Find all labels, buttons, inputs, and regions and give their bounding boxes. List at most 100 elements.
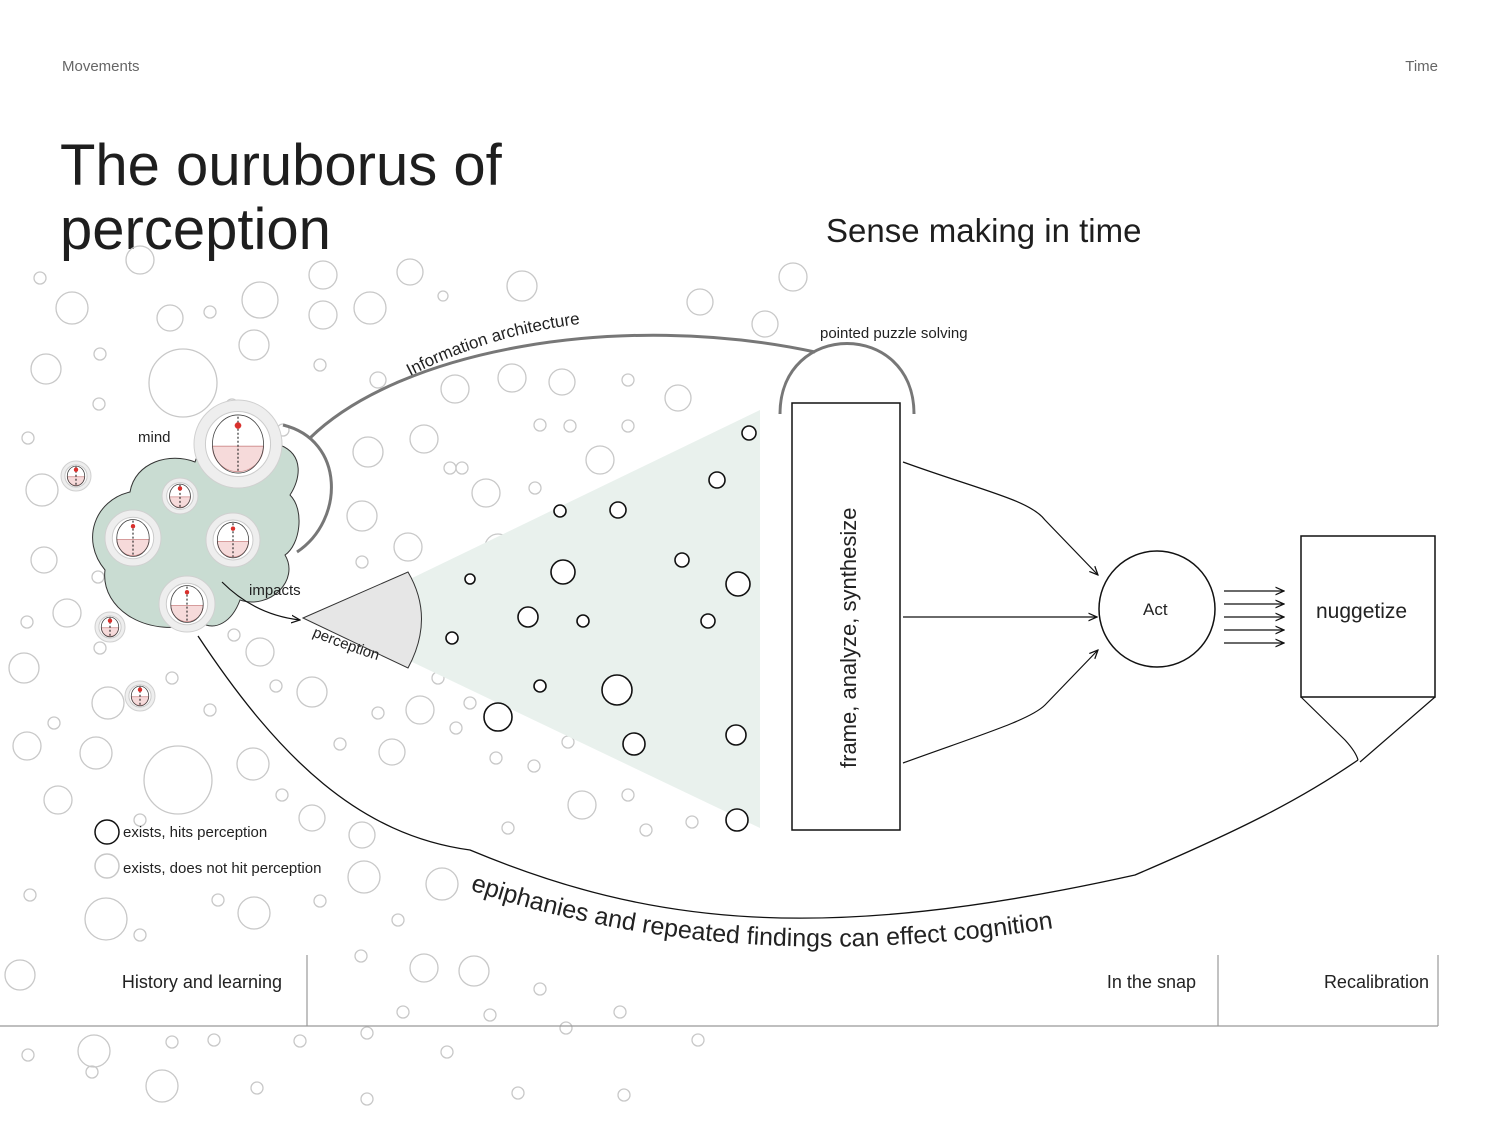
background-bubble (165, 671, 179, 685)
background-bubble (23, 888, 37, 902)
mind-orb-dot (73, 467, 79, 472)
perceived-bubble (517, 606, 539, 628)
background-bubble (501, 821, 515, 835)
act-to-nuggetize-arrows (1224, 591, 1284, 643)
background-bubble (369, 371, 387, 389)
background-bubble (238, 329, 270, 361)
perceived-bubble (725, 724, 747, 746)
phase-in-the-snap: In the snap (1106, 972, 1196, 992)
background-bubble (347, 860, 381, 894)
perceived-bubble (533, 679, 547, 693)
background-bubble (125, 245, 155, 275)
background-bubble (352, 436, 384, 468)
background-bubble (33, 271, 47, 285)
background-bubble (241, 281, 279, 319)
background-bubble (55, 291, 89, 325)
mind-orb-ring (216, 521, 250, 559)
background-bubble (548, 368, 576, 396)
background-bubble (685, 815, 699, 829)
mind-orb-ring (170, 585, 204, 623)
background-bubble (79, 736, 113, 770)
background-bubble (511, 1086, 525, 1100)
background-bubble (156, 304, 184, 332)
mind-label: mind (138, 429, 171, 446)
background-bubble (664, 384, 692, 412)
background-bubble (203, 703, 217, 717)
background-bubble (296, 676, 328, 708)
mind-orb-ring (169, 483, 191, 509)
background-bubble (91, 686, 125, 720)
background-bubble (409, 953, 439, 983)
perceived-bubble (622, 732, 646, 756)
background-bubble (227, 628, 241, 642)
background-bubble (371, 706, 385, 720)
background-bubble (639, 823, 653, 837)
mind-loop-arc (282, 423, 333, 554)
perceived-bubble (725, 571, 751, 597)
background-bubble (236, 747, 270, 781)
nuggetize-funnel (1300, 535, 1436, 763)
mind-orb-ring (66, 465, 86, 487)
background-bubble (613, 1005, 627, 1019)
background-bubble (353, 291, 387, 325)
puzzle-dome (778, 342, 916, 415)
background-bubble (91, 570, 105, 584)
background-bubble (133, 813, 147, 827)
perceived-bubble (674, 552, 690, 568)
background-bubble (463, 696, 477, 710)
background-bubble (393, 532, 423, 562)
arrow-frame-to-act-top (902, 461, 1098, 575)
background-bubble (237, 896, 271, 930)
perceived-bubble (741, 425, 757, 441)
background-bubble (4, 959, 36, 991)
background-bubble (346, 500, 378, 532)
mind-orb-dot (184, 589, 190, 595)
background-bubble (533, 418, 547, 432)
perceived-bubble (483, 702, 513, 732)
phase-recalibration: Recalibration (1323, 972, 1429, 992)
mind-orb-dot (234, 422, 242, 429)
mind-orb-dot (130, 523, 136, 529)
background-bubble (52, 598, 82, 628)
frame-box (791, 402, 901, 831)
perceived-bubble (553, 504, 567, 518)
background-bubble (165, 1035, 179, 1049)
perceived-bubble (725, 808, 749, 832)
background-bubble (308, 300, 338, 330)
header-movements: Movements (62, 58, 140, 75)
mind-orb-ring (212, 414, 264, 474)
background-bubble (440, 1045, 454, 1059)
background-bubble (360, 1092, 374, 1106)
background-bubble (778, 262, 808, 292)
background-bubble (691, 1033, 705, 1047)
background-bubble (471, 478, 501, 508)
pointed-puzzle-solving-label: pointed puzzle solving (820, 325, 968, 342)
perceived-bubble (601, 674, 633, 706)
background-bubble (293, 1034, 307, 1048)
background-bubble (567, 790, 597, 820)
legend-hit-label: exists, hits perception (123, 824, 267, 841)
diagram-subtitle: Sense making in time (826, 212, 1142, 249)
background-bubble (43, 785, 73, 815)
background-bubble (751, 310, 779, 338)
mind-orb-ring (100, 616, 120, 638)
background-bubble (443, 461, 457, 475)
background-bubble (269, 679, 283, 693)
mind-orb-dot (177, 486, 183, 491)
background-bubble (621, 788, 635, 802)
legend-miss-swatch (94, 853, 120, 879)
background-bubble (391, 913, 405, 927)
background-bubble (333, 737, 347, 751)
perceived-bubble (464, 573, 476, 585)
background-bubble (409, 424, 439, 454)
background-bubble (497, 363, 527, 393)
mind-orb-ring (116, 519, 150, 557)
background-bubble (47, 716, 61, 730)
background-bubble (148, 348, 218, 418)
background-bubble (8, 652, 40, 684)
background-bubble (396, 1005, 410, 1019)
act-circle (1098, 550, 1216, 668)
background-bubble (298, 804, 326, 832)
perceived-bubble (576, 614, 590, 628)
mind-orb-ring (130, 685, 150, 707)
